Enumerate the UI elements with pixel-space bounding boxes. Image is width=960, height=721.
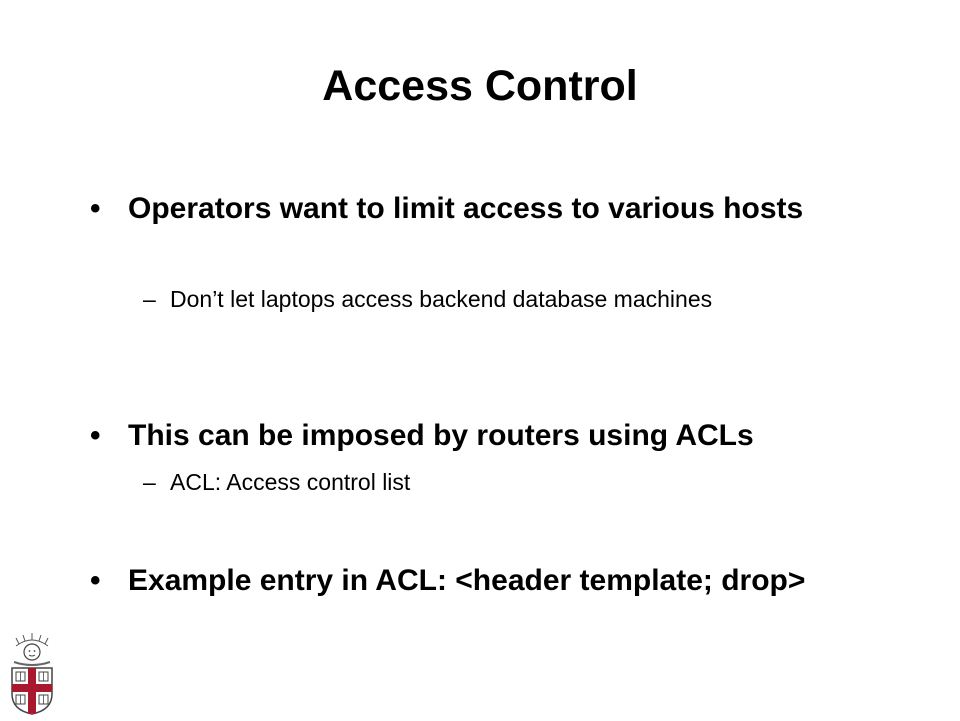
bullet-item: • This can be imposed by routers using A… [90, 415, 890, 457]
bullet-item: • Operators want to limit access to vari… [90, 188, 890, 230]
bullet-text: Operators want to limit access to variou… [128, 192, 804, 225]
sub-bullet-marker: – [143, 286, 156, 312]
sub-bullet-text: Don’t let laptops access backend databas… [170, 286, 713, 312]
bullet-marker: • [90, 419, 101, 452]
bullet-text: Example entry in ACL: <header template; … [128, 564, 806, 597]
bullet-marker: • [90, 564, 101, 597]
sub-bullet-item: – Don’t let laptops access backend datab… [143, 282, 843, 316]
sub-bullet-marker: – [143, 469, 156, 495]
bullet-text: This can be imposed by routers using ACL… [128, 419, 754, 452]
slide-title: Access Control [322, 62, 638, 110]
university-shield-icon [6, 632, 58, 716]
sub-bullet-item: – ACL: Access control list [143, 465, 843, 499]
sub-bullet-text: ACL: Access control list [170, 469, 411, 495]
bullet-item: • Example entry in ACL: <header template… [90, 560, 890, 602]
bullet-marker: • [90, 192, 101, 225]
